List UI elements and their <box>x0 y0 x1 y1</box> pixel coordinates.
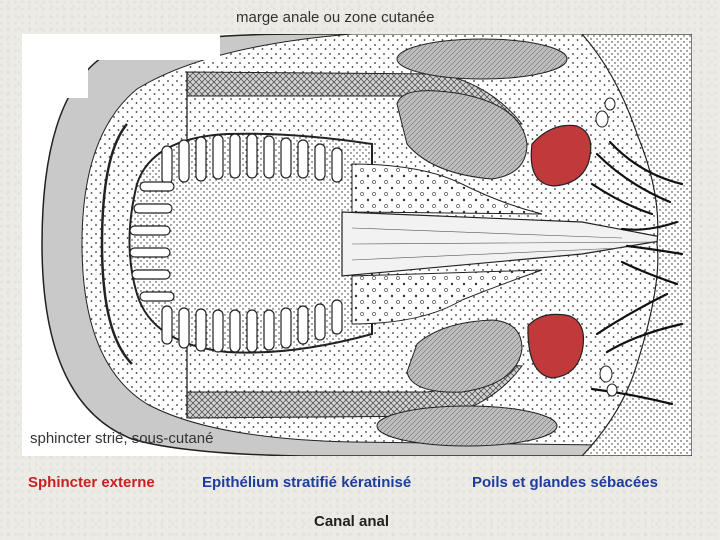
legend-sphincter-externe: Sphincter externe <box>28 474 155 491</box>
top-label: marge anale ou zone cutanée <box>236 9 434 26</box>
legend-poils-glandes: Poils et glandes sébacées <box>472 474 658 491</box>
blank-area <box>22 34 220 60</box>
muscle-upper-ellipse <box>397 39 567 79</box>
blank-area-2 <box>22 58 88 98</box>
diagram-title: Canal anal <box>314 513 389 530</box>
legend-epithelium: Epithélium stratifié kératinisé <box>202 474 411 491</box>
anal-canal-diagram <box>22 34 692 456</box>
sphincter-strie-label: sphincter strié, sous-cutané <box>30 430 213 447</box>
muscle-lower-ellipse <box>377 406 557 446</box>
